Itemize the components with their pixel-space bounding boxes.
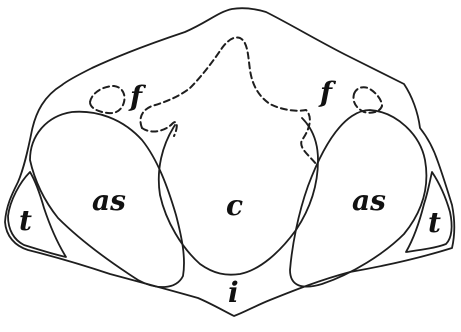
label-as-left: as [92, 184, 126, 217]
left-foramen [89, 85, 126, 115]
dashed-left-lower [141, 121, 178, 137]
label-c: c [226, 189, 243, 222]
outer-outline [4, 7, 456, 317]
label-f-left: f [128, 80, 147, 113]
left-articular-surface [29, 110, 185, 288]
right-foramen [352, 86, 383, 114]
left-transverse-process [7, 171, 67, 258]
right-articular-surface [289, 109, 428, 288]
dashed-body-outline [139, 36, 317, 165]
label-f-right: f [318, 76, 337, 109]
label-t-right: t [428, 206, 441, 239]
central-canal [157, 117, 319, 276]
label-as-right: as [352, 184, 386, 217]
label-t-left: t [19, 204, 32, 237]
right-transverse-process [405, 171, 453, 253]
label-i: i [228, 276, 239, 309]
